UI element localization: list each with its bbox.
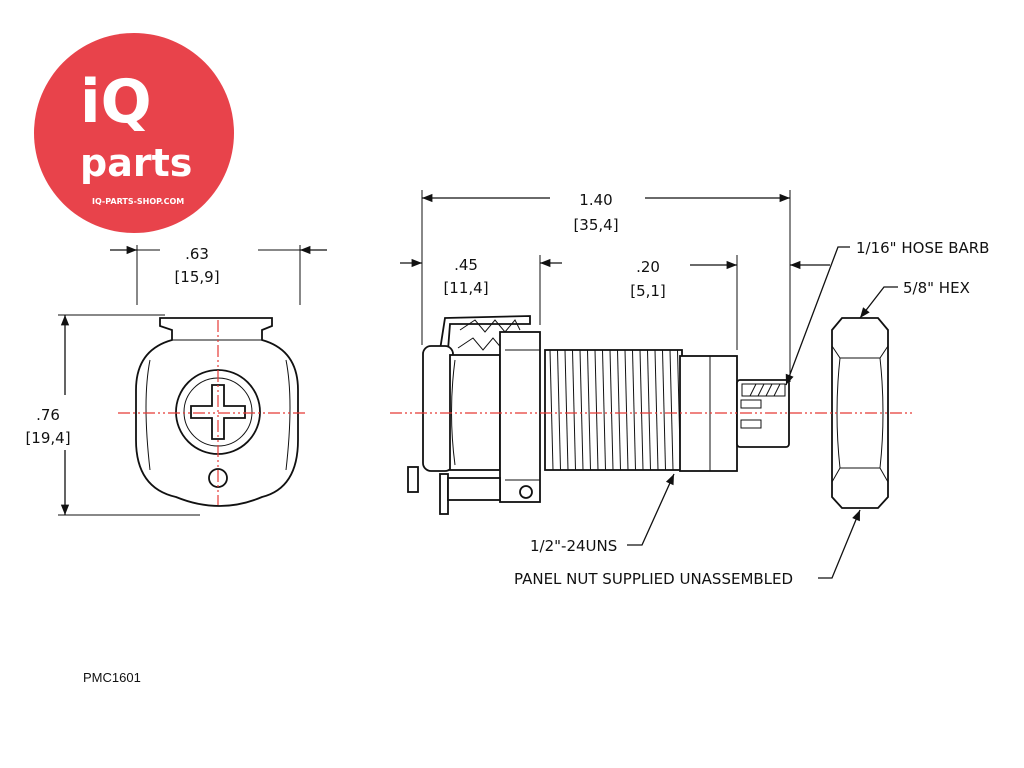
thread-line bbox=[609, 349, 614, 471]
thread-callout: 1/2"-24UNS bbox=[530, 537, 617, 555]
hex-callout: 5/8" HEX bbox=[903, 279, 970, 297]
latch-post bbox=[439, 473, 449, 515]
thread-line bbox=[549, 349, 554, 471]
thread-line bbox=[624, 349, 629, 471]
coupling-length-in: .45 bbox=[454, 256, 478, 274]
logo-iq: iQ bbox=[80, 67, 152, 137]
front-width-in: .63 bbox=[185, 245, 209, 263]
latch-base bbox=[447, 477, 501, 501]
body-shoulder bbox=[679, 355, 738, 472]
front-height-mm: [19,4] bbox=[25, 429, 70, 447]
thread-line bbox=[632, 349, 636, 471]
front-width-mm: [15,9] bbox=[174, 268, 219, 286]
thread-line bbox=[669, 349, 674, 471]
thread-line bbox=[579, 349, 584, 471]
thread-line bbox=[662, 349, 666, 471]
thread-line bbox=[594, 349, 599, 471]
coupling-nut bbox=[499, 331, 541, 503]
thread-line bbox=[557, 349, 561, 471]
hose-barb-callout: 1/16" HOSE BARB bbox=[856, 239, 989, 257]
coupling-front bbox=[422, 345, 454, 472]
thread-line bbox=[617, 349, 621, 471]
latch-screw bbox=[519, 485, 533, 499]
barb-length-mm: [5,1] bbox=[630, 282, 666, 300]
thread-line bbox=[572, 349, 576, 471]
logo-website: IQ-PARTS-SHOP.COM bbox=[92, 197, 184, 206]
barb-length-in: .20 bbox=[636, 258, 660, 276]
panel-nut-callout: PANEL NUT SUPPLIED UNASSEMBLED bbox=[514, 570, 793, 588]
logo-parts: parts bbox=[80, 141, 192, 185]
thread-line bbox=[654, 349, 659, 471]
part-number: PMC1601 bbox=[83, 670, 141, 685]
thread-line bbox=[602, 349, 606, 471]
side-view: 1.40 [35,4] .45 [11,4] .20 [5,1] bbox=[390, 190, 989, 588]
overall-length-in: 1.40 bbox=[579, 191, 612, 209]
thread-lines bbox=[549, 349, 681, 471]
thread-line bbox=[587, 349, 591, 471]
thread-line bbox=[564, 349, 569, 471]
front-view: .63 [15,9] .76 [19,4] bbox=[25, 245, 327, 516]
coupling-length-mm: [11,4] bbox=[443, 279, 488, 297]
iq-parts-logo: iQ parts IQ-PARTS-SHOP.COM bbox=[34, 33, 234, 233]
thread-line bbox=[639, 349, 644, 471]
front-height-in: .76 bbox=[36, 406, 60, 424]
latch-button bbox=[407, 466, 419, 493]
thread-line bbox=[647, 349, 651, 471]
logo-circle bbox=[34, 33, 234, 233]
overall-length-mm: [35,4] bbox=[573, 216, 618, 234]
